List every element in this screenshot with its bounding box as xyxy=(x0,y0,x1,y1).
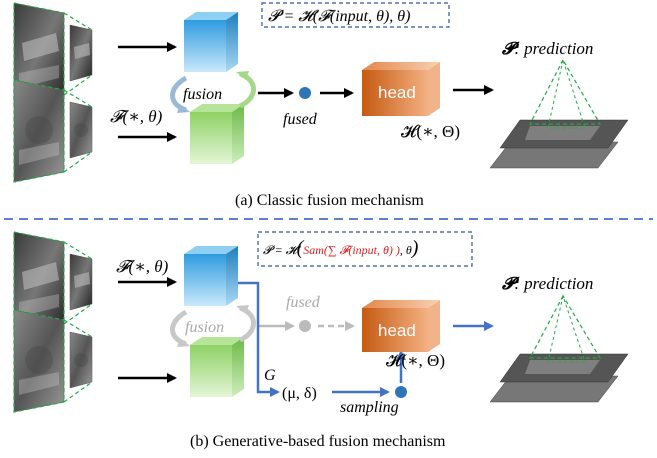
input-image-pair-top xyxy=(13,2,93,106)
fused-dot xyxy=(299,87,311,99)
feature-cube-green xyxy=(190,104,244,164)
fused-label: fused xyxy=(283,111,318,128)
svg-text:𝓟: prediction: 𝓟: prediction xyxy=(502,39,593,58)
fusion-curve-left-b xyxy=(170,309,188,347)
g-label: G xyxy=(264,367,276,384)
feature-fn-label-b: 𝓕(∗, θ) xyxy=(116,257,169,276)
head-block: head xyxy=(362,62,440,116)
head-fn-label: 𝓗(∗, Θ) xyxy=(401,122,460,141)
formula-box-b xyxy=(257,231,473,267)
generative-path xyxy=(238,281,280,397)
formula-a: 𝓟 = 𝓗(𝓕(input, θ), θ) xyxy=(268,8,411,25)
formula-b-lhs: 𝓟 = 𝓗 xyxy=(263,243,302,257)
fusion-label-b: fusion xyxy=(185,319,224,336)
caption-b: (b) Generative-based fusion mechanism xyxy=(190,433,446,450)
panel-b: 𝓕(∗, θ) fusion fused G (μ, δ) sam xyxy=(13,231,629,450)
caption-a: (a) Classic fusion mechanism xyxy=(235,192,424,209)
svg-text:𝓟: prediction: 𝓟: prediction xyxy=(502,274,593,293)
head-label: head xyxy=(378,83,416,102)
sampling-dot xyxy=(395,386,407,398)
formula-b-tail: , θ xyxy=(400,243,412,257)
fusion-curve-right xyxy=(238,71,256,109)
input-image-pair-top-b xyxy=(13,231,93,335)
prediction-label-b: : prediction xyxy=(514,274,593,293)
param-label: (μ, δ) xyxy=(282,385,317,402)
fusion-label: fusion xyxy=(183,86,222,103)
prediction-output-stack xyxy=(489,58,629,169)
fused-dot-b xyxy=(299,320,311,332)
input-image-pair-bottom-b xyxy=(13,309,93,413)
formula-b-inner: Sam(∑ 𝓕(input, θ) ) xyxy=(303,243,400,257)
input-image-pair-bottom xyxy=(13,79,93,183)
feature-fn-label: 𝓕(∗, θ) xyxy=(110,107,163,126)
prediction-output-stack-b xyxy=(489,294,629,403)
feature-cube-blue-b xyxy=(184,246,238,306)
prediction-label: : prediction xyxy=(514,39,593,58)
head-block-b: head xyxy=(362,300,440,352)
head-label-b: head xyxy=(378,321,416,340)
panel-a: 𝓕(∗, θ) fusion fused head xyxy=(13,2,629,209)
feature-cube-green-b xyxy=(190,337,244,397)
svg-text:𝓟 = 𝓗(Sam(∑ 𝓕(input, θ) ),: 𝓟 = 𝓗(Sam(∑ 𝓕(input, θ) ), θ) xyxy=(263,237,419,259)
feature-cube-blue xyxy=(184,12,238,72)
fusion-curve-right-b xyxy=(238,305,256,343)
fused-label-b: fused xyxy=(286,294,321,311)
head-fn-label-b: 𝓗(∗, Θ) xyxy=(386,351,445,370)
sampling-label: sampling xyxy=(340,399,399,416)
formula-box-a xyxy=(261,2,450,28)
